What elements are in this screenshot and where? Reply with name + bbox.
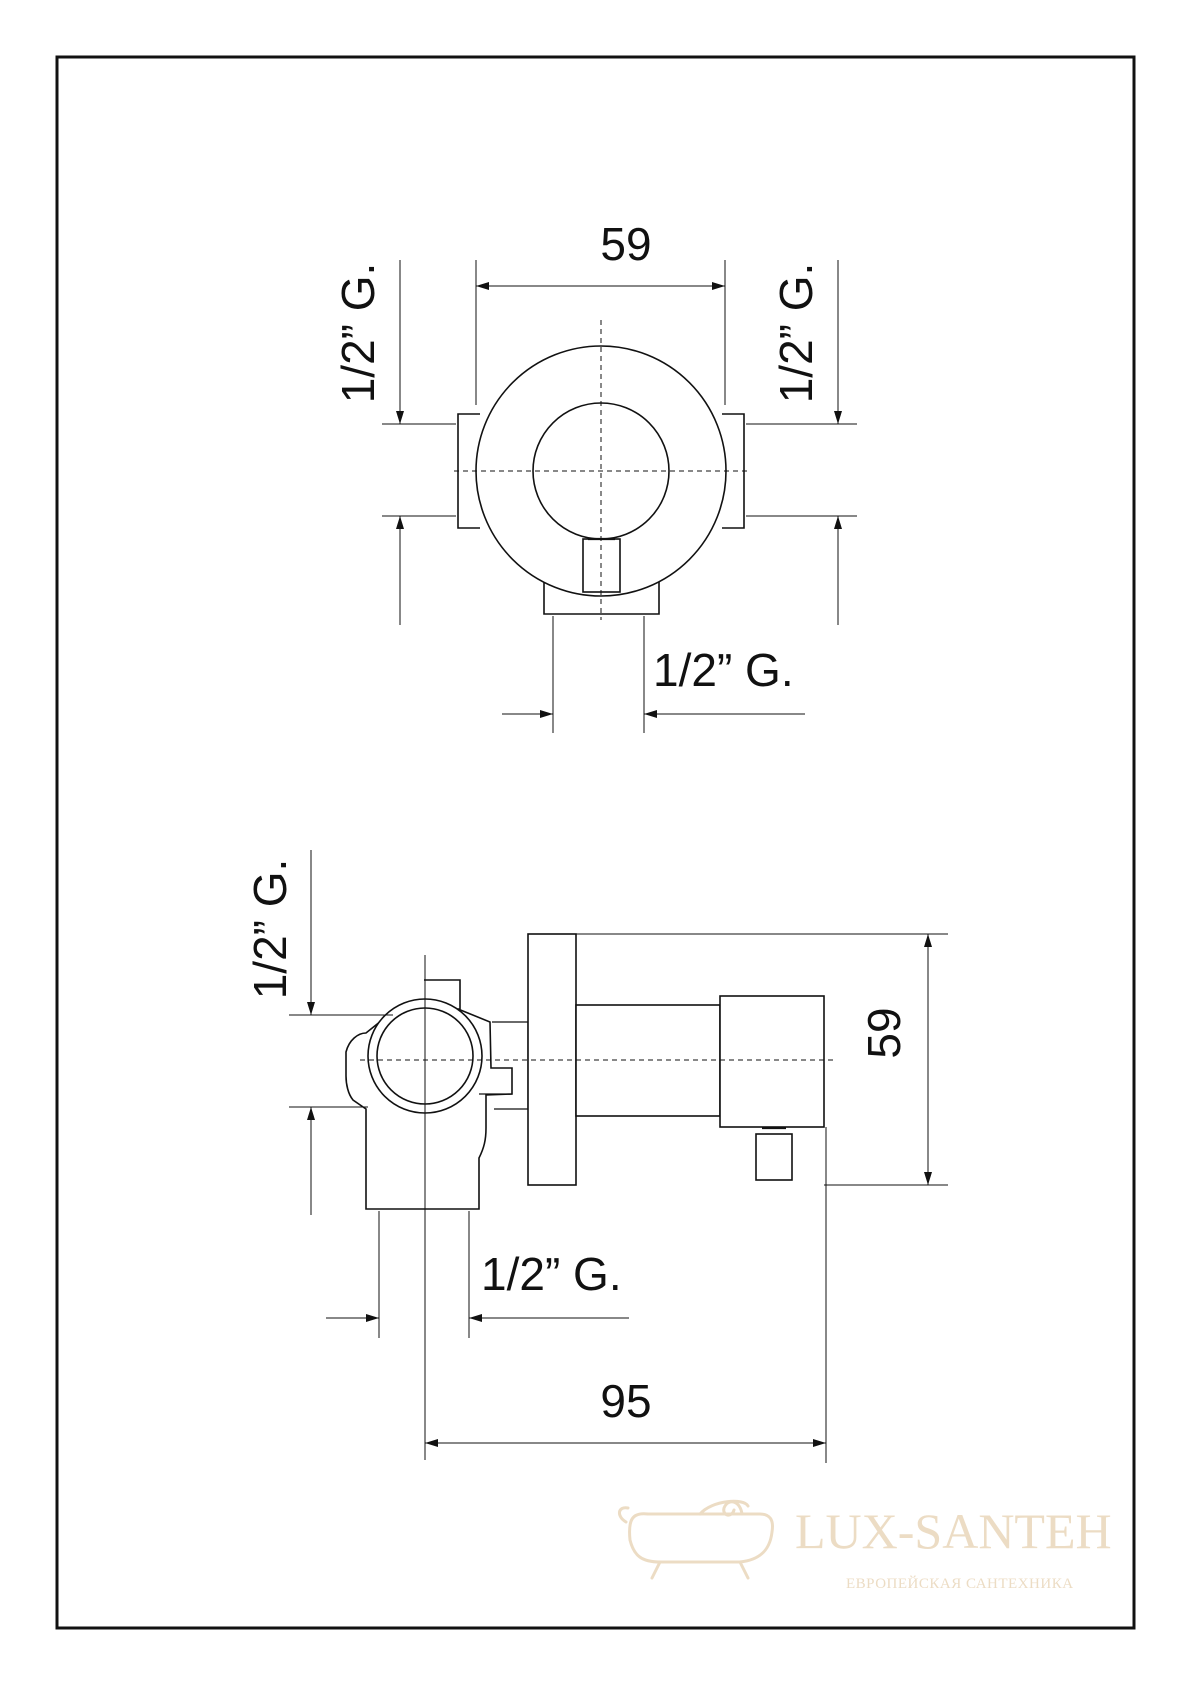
- side-depth-label: 95: [600, 1375, 651, 1427]
- side-left-thread-label: 1/2” G.: [244, 859, 296, 1000]
- top-bottom-thread-label: 1/2” G.: [653, 644, 794, 696]
- top-left-thread-label: 1/2” G.: [332, 263, 384, 404]
- valve-body: [345, 979, 513, 1210]
- bathtub-logo-icon: [618, 1499, 774, 1580]
- handle-cylinder: [719, 995, 825, 1128]
- side-height-label: 59: [858, 1007, 910, 1058]
- top-view: [382, 260, 857, 733]
- top-right-thread-label: 1/2” G.: [770, 263, 822, 404]
- watermark-tagline: ЕВРОПЕЙСКАЯ САНТЕХНИКА: [846, 1575, 1074, 1592]
- watermark: LUX-SANTEH ЕВРОПЕЙСКАЯ САНТЕХНИКА: [618, 1499, 1112, 1592]
- side-view: [289, 850, 948, 1463]
- side-lever-pin: [755, 1133, 793, 1181]
- watermark-brand-name: LUX-SANTEH: [795, 1503, 1112, 1559]
- side-bottom-thread-label: 1/2” G.: [481, 1248, 622, 1300]
- top-width-label: 59: [600, 218, 651, 270]
- drawing-frame: [55, 55, 1136, 1630]
